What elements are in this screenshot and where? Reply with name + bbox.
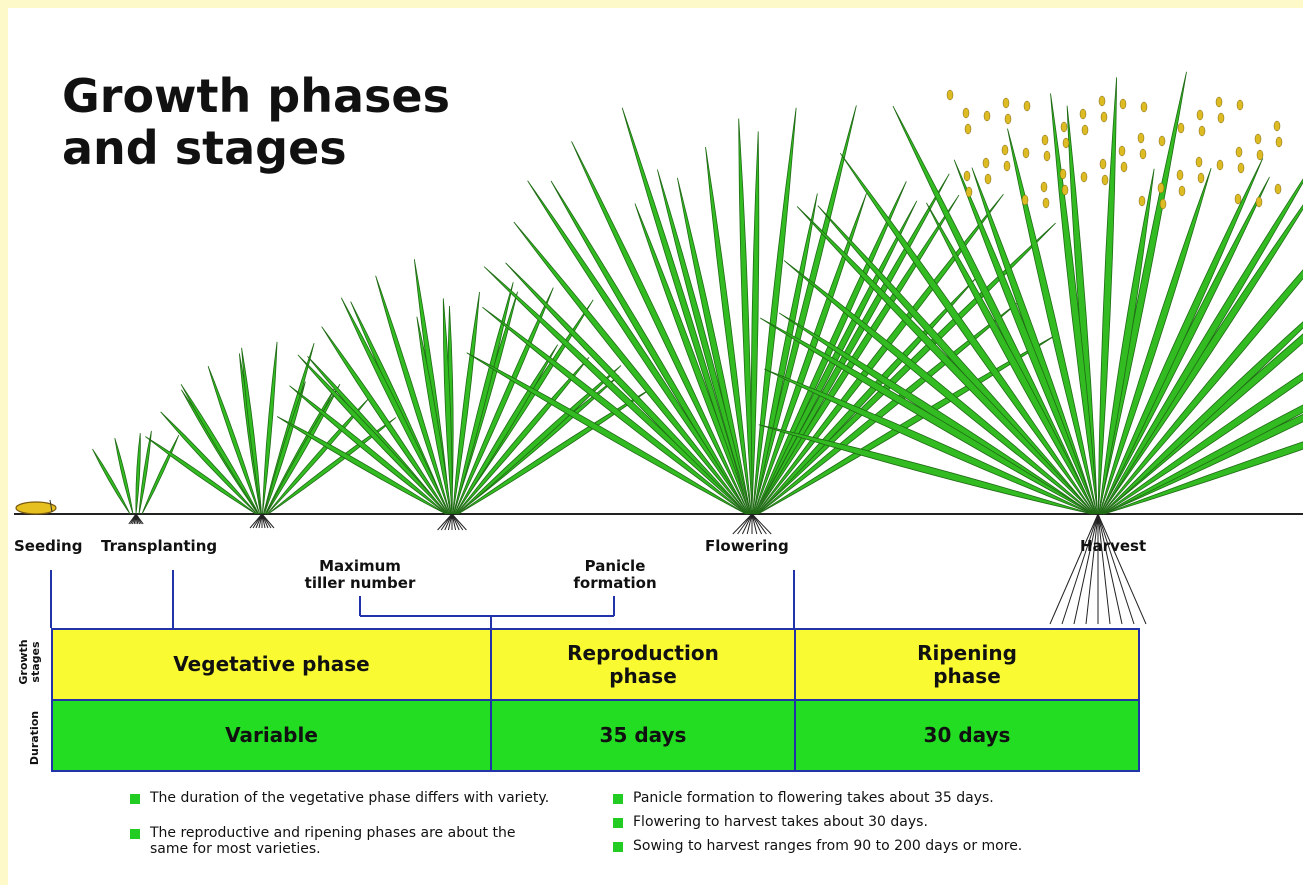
cell-reproduction-phase: Reproduction phase (492, 630, 796, 701)
note-right-1: Panicle formation to flowering takes abo… (633, 790, 1153, 806)
duration-variable-label: Variable (225, 724, 318, 747)
phase-table: Vegetative phase Reproduction phase Ripe… (51, 628, 1140, 772)
note-right-3: Sowing to harvest ranges from 90 to 200 … (633, 838, 1053, 854)
reproduction-label-line1: Reproduction (567, 642, 719, 665)
bullet-icon (613, 842, 623, 852)
bullet-icon (613, 794, 623, 804)
cell-duration-35: 35 days (492, 701, 796, 770)
bullet-icon (130, 794, 140, 804)
bullet-icon (613, 818, 623, 828)
ripening-label-line2: phase (933, 665, 1001, 688)
cell-ripening-phase: Ripening phase (796, 630, 1138, 701)
cell-duration-30: 30 days (796, 701, 1138, 770)
row-header-duration: Duration (29, 705, 45, 771)
reproduction-label-line2: phase (609, 665, 677, 688)
row-header-growth-stages: Growth stages (18, 634, 46, 690)
note-left-2: The reproductive and ripening phases are… (150, 825, 530, 857)
cell-duration-variable: Variable (53, 701, 492, 770)
note-right-2: Flowering to harvest takes about 30 days… (633, 814, 1153, 830)
duration-30-label: 30 days (924, 724, 1011, 747)
bullet-icon (130, 829, 140, 839)
cell-vegetative-phase: Vegetative phase (53, 630, 492, 701)
ripening-label-line1: Ripening (917, 642, 1017, 665)
note-left-1: The duration of the vegetative phase dif… (150, 790, 550, 806)
vegetative-phase-label: Vegetative phase (173, 653, 369, 676)
duration-35-label: 35 days (600, 724, 687, 747)
